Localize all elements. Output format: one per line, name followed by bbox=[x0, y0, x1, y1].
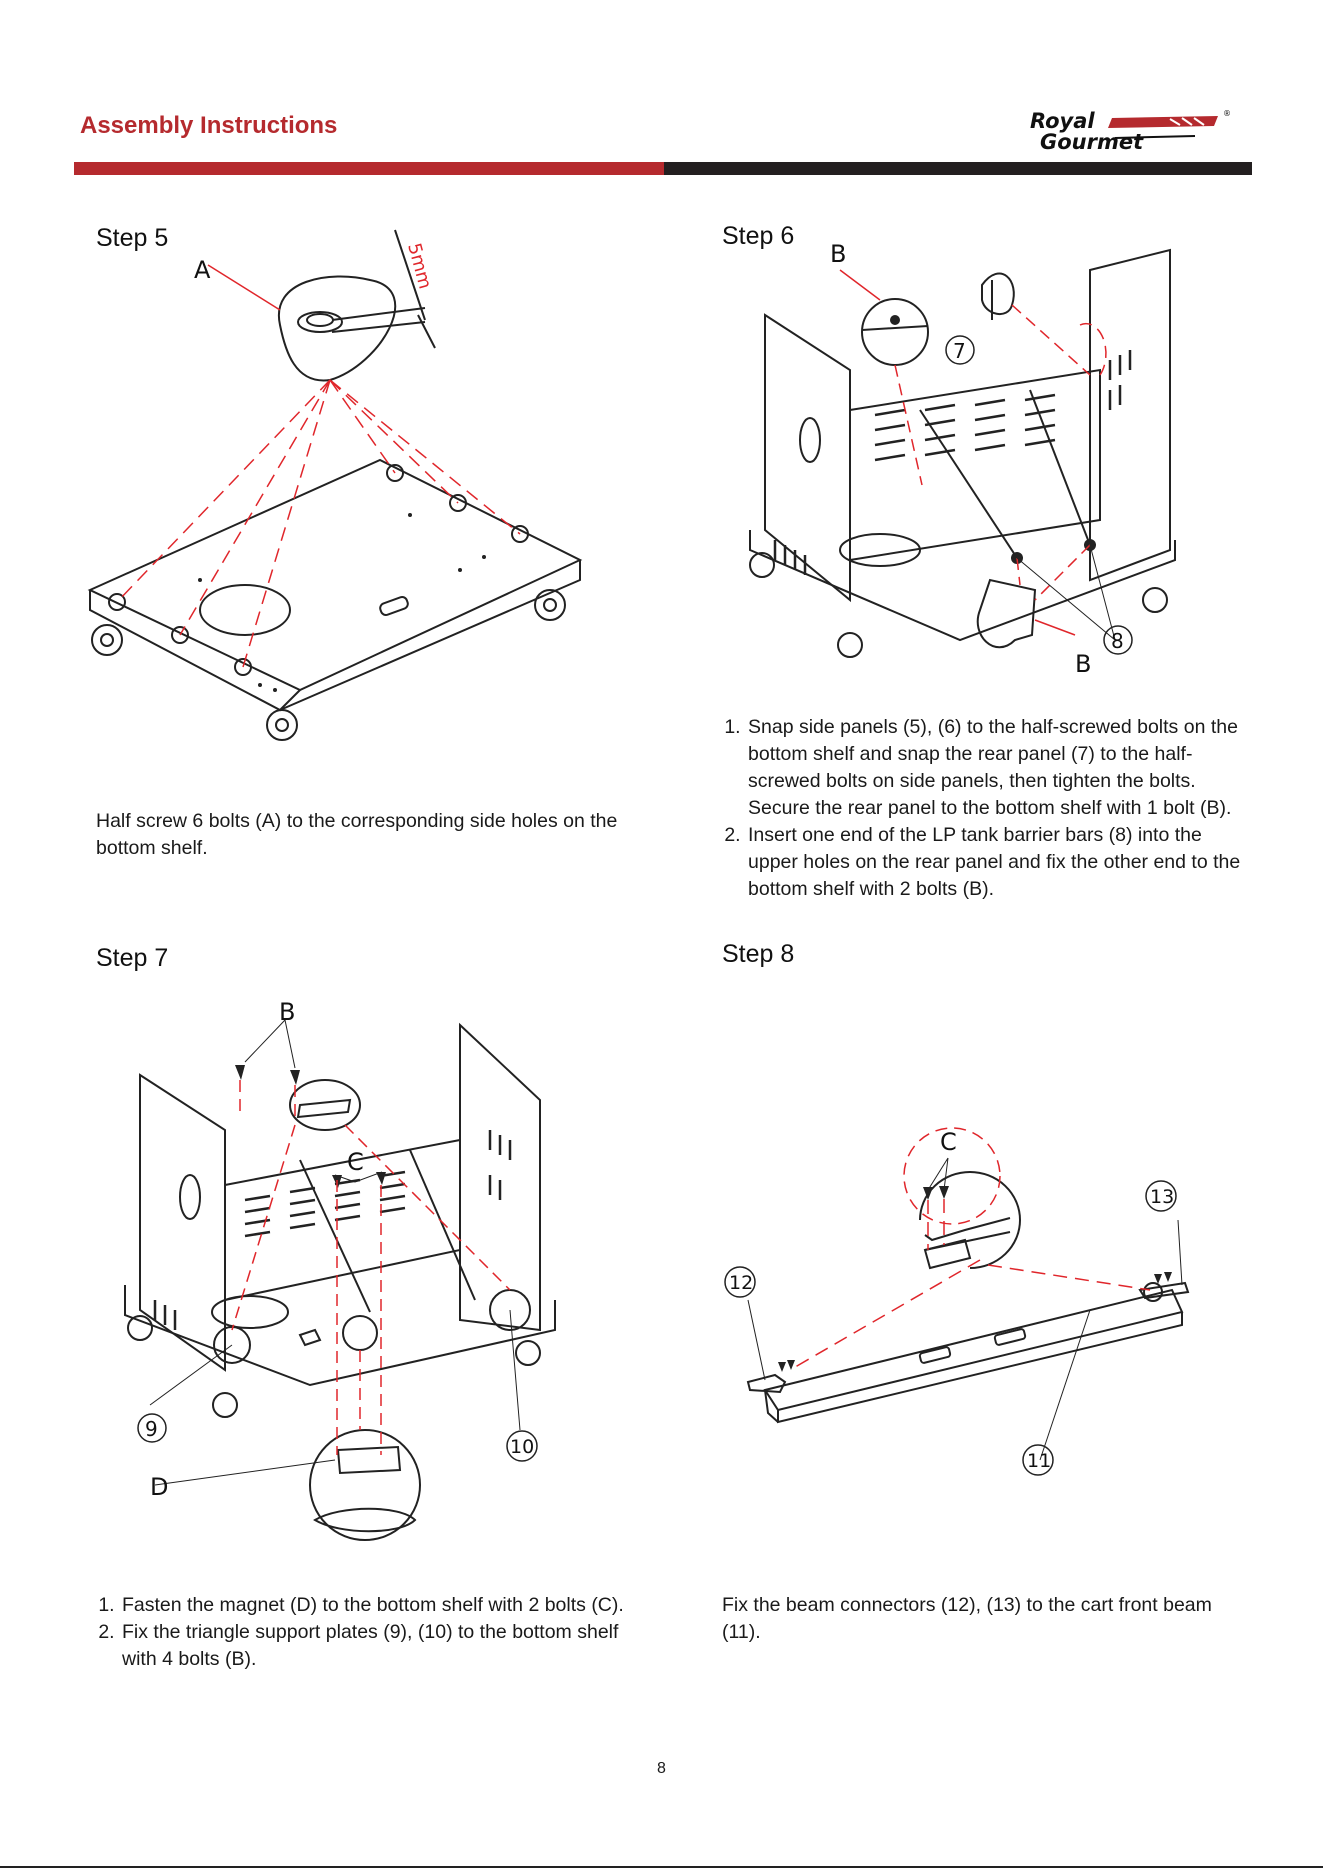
step6-title: Step 6 bbox=[722, 222, 795, 250]
step6-label-8: 8 bbox=[1111, 629, 1124, 653]
step6-diagram: B 7 8 B bbox=[749, 240, 1176, 678]
step6-item-1: Snap side panels (5), (6) to the half-sc… bbox=[746, 714, 1252, 822]
page-title: Assembly Instructions bbox=[80, 112, 338, 139]
step7-item-2: Fix the triangle support plates (9), (10… bbox=[120, 1619, 656, 1673]
step6-label-b-bottom: B bbox=[1075, 650, 1091, 678]
step8-label-11: 11 bbox=[1027, 1450, 1051, 1472]
step8-label-13: 13 bbox=[1150, 1186, 1174, 1208]
step6-label-b-top: B bbox=[830, 240, 846, 268]
step8-label-12: 12 bbox=[729, 1272, 753, 1294]
step7-title: Step 7 bbox=[96, 944, 169, 972]
step7-diagram: B C D 9 10 bbox=[124, 1000, 556, 1541]
step5-label-a: A bbox=[194, 256, 211, 284]
step5-title: Step 5 bbox=[96, 224, 169, 252]
step5-text: Half screw 6 bolts (A) to the correspond… bbox=[96, 810, 618, 859]
brand-top: Royal bbox=[1030, 109, 1095, 133]
step8-text: Fix the beam connectors (12), (13) to th… bbox=[722, 1594, 1212, 1643]
registered-mark: ® bbox=[1223, 109, 1231, 118]
header-bar-dark bbox=[664, 162, 1252, 175]
step7-item-1: Fasten the magnet (D) to the bottom shel… bbox=[120, 1592, 656, 1619]
step6-text: Snap side panels (5), (6) to the half-sc… bbox=[722, 714, 1252, 903]
footer-rule bbox=[0, 1866, 1323, 1868]
step7-text: Fasten the magnet (D) to the bottom shel… bbox=[96, 1592, 656, 1673]
step8-title: Step 8 bbox=[722, 940, 795, 968]
step5-diagram: A 5mm bbox=[87, 229, 583, 741]
step6-item-2: Insert one end of the LP tank barrier ba… bbox=[746, 822, 1252, 903]
page-number: 8 bbox=[657, 1760, 666, 1777]
step7-label-d: D bbox=[150, 1473, 168, 1501]
step8-diagram: C 12 13 11 bbox=[724, 1127, 1190, 1476]
brand-logo: Royal Gourmet ® bbox=[1020, 106, 1240, 156]
step7-label-b: B bbox=[279, 1000, 295, 1026]
step6-label-7: 7 bbox=[953, 339, 966, 363]
brand-bottom: Gourmet bbox=[1040, 130, 1144, 154]
step7-label-c: C bbox=[347, 1148, 364, 1176]
step7-label-10: 10 bbox=[510, 1436, 534, 1458]
step7-label-9: 9 bbox=[145, 1417, 158, 1441]
header-bar-red bbox=[74, 162, 664, 175]
step8-label-c: C bbox=[940, 1128, 957, 1156]
